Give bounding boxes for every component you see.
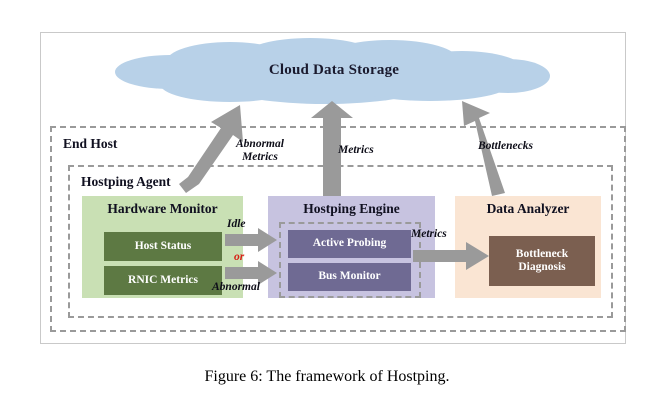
end-host-title: End Host [60, 136, 121, 152]
block-rnic-metrics: RNIC Metrics [104, 266, 222, 295]
figure-caption: Figure 6: The framework of Hostping. [204, 368, 450, 385]
panel-hardware-monitor-title: Hardware Monitor [107, 201, 218, 216]
block-bottleneck-diagnosis-line2: Diagnosis [518, 261, 566, 273]
block-host-status: Host Status [104, 232, 222, 261]
label-bottlenecks: Bottlenecks [478, 140, 533, 152]
cloud-data-storage: Cloud Data Storage [110, 36, 550, 104]
block-bus-monitor: Bus Monitor [288, 263, 411, 291]
label-or: or [234, 251, 245, 263]
block-bottleneck-diagnosis: Bottleneck Diagnosis [489, 236, 595, 286]
block-bottleneck-diagnosis-line1: Bottleneck [515, 247, 569, 260]
label-metrics-engine-to-analyzer: Metrics [411, 228, 447, 240]
cloud-label: Cloud Data Storage [268, 61, 400, 78]
label-abnormal-metrics-line2: Metrics [242, 150, 278, 163]
label-abnormal: Abnormal [212, 281, 260, 293]
label-idle: Idle [227, 218, 246, 230]
panel-hostping-engine-title: Hostping Engine [303, 201, 400, 216]
label-abnormal-metrics: Abnormal Metrics [236, 138, 284, 164]
panel-data-analyzer-title: Data Analyzer [486, 201, 570, 216]
hostping-agent-title: Hostping Agent [78, 174, 174, 190]
cloud-shape-icon [115, 38, 550, 104]
label-metrics-to-cloud: Metrics [338, 144, 374, 156]
block-active-probing: Active Probing [288, 230, 411, 258]
label-abnormal-metrics-line1: Abnormal [236, 138, 284, 150]
